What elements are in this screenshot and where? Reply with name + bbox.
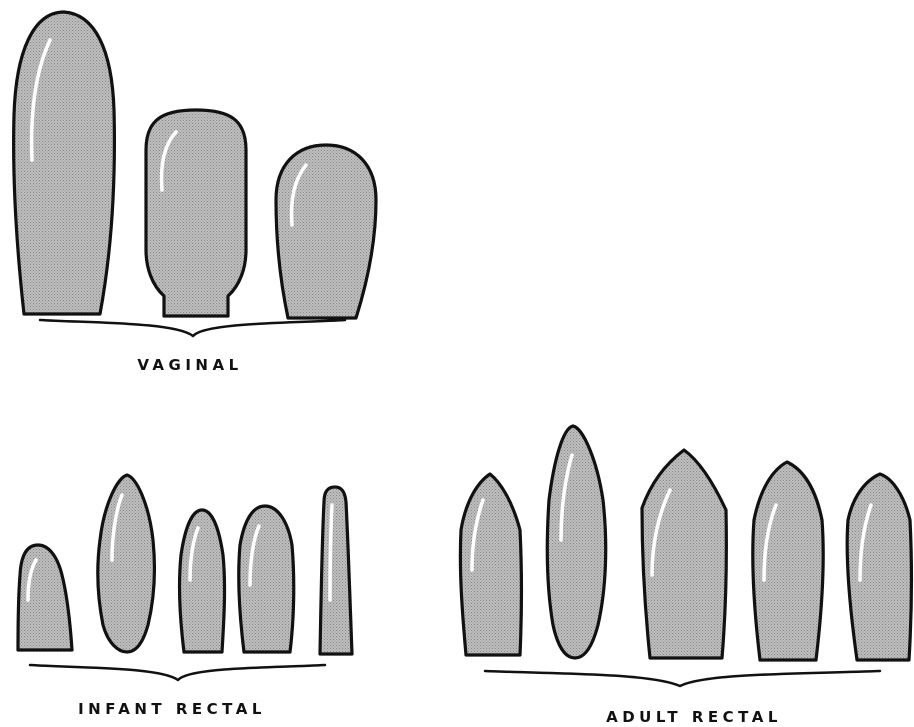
infant-rectal-suppository-5-highlight	[330, 505, 332, 600]
infant-rectal-suppository-4	[239, 506, 294, 652]
adult-rectal-suppository-2	[547, 426, 605, 658]
infant-rectal-suppository-3	[180, 510, 225, 652]
infant-rectal-label: INFANT RECTAL	[78, 700, 266, 718]
infant-rectal-suppository-2	[98, 475, 155, 652]
vaginal-brace	[40, 320, 345, 336]
vaginal-group: VAGINAL	[14, 12, 376, 374]
infant-rectal-suppository-5	[320, 487, 352, 654]
vaginal-suppository-2	[146, 110, 246, 316]
adult-rectal-suppository-5	[847, 474, 911, 660]
adult-rectal-suppository-1	[460, 474, 521, 655]
adult-rectal-label: ADULT RECTAL	[606, 708, 782, 726]
vaginal-label: VAGINAL	[137, 356, 242, 374]
vaginal-suppository-1	[14, 12, 115, 314]
infant-rectal-group: INFANT RECTAL	[18, 475, 352, 718]
adult-rectal-group: ADULT RECTAL	[460, 426, 911, 726]
infant-rectal-suppository-1	[18, 545, 72, 650]
vaginal-suppository-3	[276, 145, 376, 318]
infant-rectal-brace	[30, 665, 325, 680]
adult-rectal-brace	[485, 671, 880, 686]
